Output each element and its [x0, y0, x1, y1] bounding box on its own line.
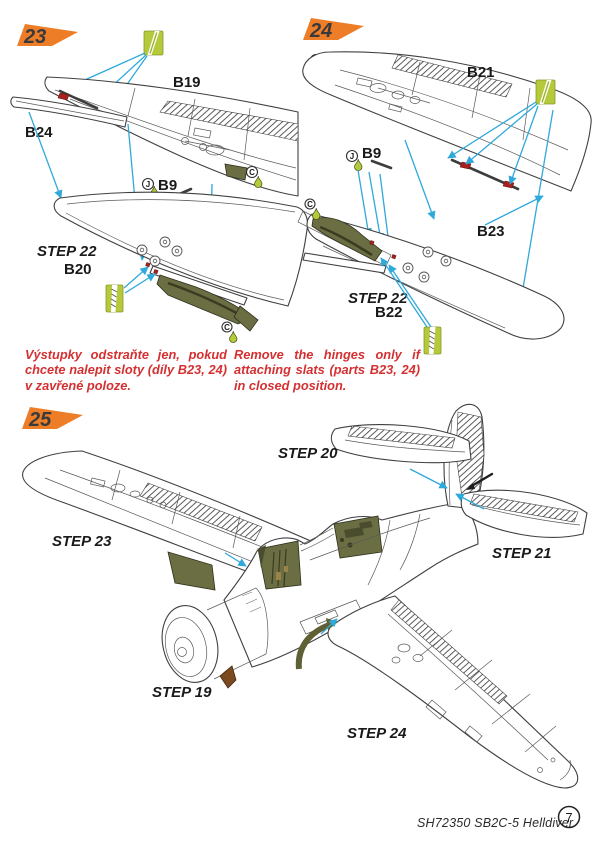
part-label-b9: B9 — [158, 177, 177, 194]
elevator-hatch — [347, 425, 456, 449]
slat-b24-drawing — [10, 96, 128, 128]
svg-text:C: C — [249, 168, 255, 177]
note-czech: Výstupky odstraňte jen, pokud chcete nal… — [25, 347, 227, 393]
fuselage-drawing — [223, 502, 479, 668]
remove-hinge-symbol-icon — [535, 79, 556, 105]
step-22-reference: STEP 22 — [348, 290, 408, 307]
wing-fold-rib-olive — [167, 551, 216, 591]
part-label-b9: B9 — [362, 145, 381, 162]
tail-rod-arrow — [466, 483, 475, 490]
hinge-pointer-arrows-lower — [380, 257, 432, 328]
footer: SH72350 SB2C-5 Helldiver 7 — [417, 805, 581, 830]
step-23-section: 23 B19 B24 J — [10, 24, 309, 343]
panel-lines — [387, 613, 571, 781]
olive-part — [224, 163, 248, 181]
hinge-disc — [171, 245, 183, 257]
part-label-b23: B23 — [477, 223, 505, 240]
flag-shape — [17, 24, 78, 46]
part-label-b21: B21 — [467, 64, 495, 81]
part-label-b20: B20 — [64, 261, 92, 278]
hinge-disc — [136, 244, 148, 256]
step-23-reference: STEP 23 — [52, 533, 112, 550]
wing-join-arrow — [224, 552, 247, 567]
hinge-part — [502, 180, 515, 189]
step-22-reference: STEP 22 — [37, 243, 97, 260]
svg-text:C: C — [307, 200, 313, 209]
wing-join-arrow — [320, 618, 338, 635]
wing-b22-drawing — [297, 210, 565, 340]
right-stabilizer-drawing — [460, 489, 588, 538]
hinge-disc — [402, 262, 414, 274]
right-wing-drawing — [327, 595, 579, 789]
hinge-disc — [418, 271, 430, 283]
cowl-gills — [241, 591, 262, 613]
wing-b20-drawing — [53, 191, 309, 332]
dive-flap-hatch — [139, 482, 263, 542]
kit-title: SH72350 SB2C-5 Helldiver — [417, 816, 574, 830]
paint-symbol-c: C — [224, 163, 263, 188]
remove-hinge-symbol-hatched-icon — [105, 284, 124, 313]
glue-symbol-j: J — [141, 177, 159, 198]
hinge-disc — [149, 255, 161, 267]
hinge-disc — [159, 236, 171, 248]
slat-strip — [149, 265, 248, 306]
hinge-disc — [440, 255, 452, 267]
part-label-b24: B24 — [25, 124, 53, 141]
cockpit-details — [271, 548, 288, 588]
step-24-reference: STEP 24 — [347, 725, 407, 742]
paint-drop-icon — [229, 330, 238, 343]
step-number: 24 — [309, 20, 332, 42]
slat-strip — [302, 252, 387, 274]
remove-hinge-symbol-icon — [143, 30, 164, 56]
left-stabilizer-drawing — [330, 424, 472, 464]
svg-text:J: J — [146, 180, 150, 189]
glue-symbol-j: J — [345, 149, 363, 171]
remove-hinge-symbol-hatched-icon — [423, 326, 442, 355]
step-25-flag: 25 — [22, 407, 83, 431]
tail-rod — [468, 472, 494, 489]
slat-bracket — [233, 305, 259, 332]
wing-walk-olive-arc — [295, 622, 331, 670]
page-number-circle — [557, 805, 581, 829]
paint-symbol-c-lower: C — [304, 198, 321, 220]
step-21-reference: STEP 21 — [492, 545, 551, 562]
step-24-flag: 24 — [303, 18, 364, 42]
hinge-pointer-arrows-lower — [123, 266, 156, 294]
hinge-rod — [58, 89, 99, 110]
paint-drop-icon — [312, 207, 321, 220]
step-19-reference: STEP 19 — [152, 684, 212, 701]
dive-flap-hatch — [390, 599, 508, 705]
step-number: 23 — [23, 26, 46, 48]
hinge-disc — [422, 246, 434, 258]
flag-shape — [22, 407, 83, 429]
dive-flap-hatch — [391, 54, 513, 98]
gunner-station-details — [340, 521, 373, 548]
dive-flap-hatch — [159, 100, 299, 142]
step-24-section: 24 C B21 — [297, 18, 592, 355]
step-20-reference: STEP 20 — [278, 445, 338, 462]
step-25-section: 25 STEP 23 — [22, 403, 588, 789]
wing-b21-drawing — [302, 51, 592, 192]
engine-cowling-drawing — [161, 587, 269, 683]
page-number: 7 — [565, 810, 572, 825]
part-label-b19: B19 — [173, 74, 201, 91]
elevator-hatch — [469, 493, 579, 523]
panel-lines — [54, 87, 297, 181]
step-23-flag: 23 — [17, 24, 78, 48]
flag-shape — [303, 18, 364, 40]
hinge-part — [459, 161, 472, 170]
stabilizer-join-arrows — [409, 468, 485, 510]
note-english: Remove the hinges only if attaching slat… — [234, 347, 420, 393]
svg-text:J: J — [350, 152, 354, 161]
part-b9-rod — [370, 159, 393, 170]
svg-text:C: C — [224, 323, 230, 332]
panel-lines — [334, 61, 569, 176]
part-label-b22: B22 — [375, 304, 403, 321]
cowl-flap-brown-part — [219, 665, 237, 689]
cockpit-rear-olive — [333, 515, 383, 559]
hinge-part — [57, 92, 70, 101]
step-number: 25 — [28, 409, 52, 431]
paint-symbol-c-lower: C — [221, 321, 238, 343]
